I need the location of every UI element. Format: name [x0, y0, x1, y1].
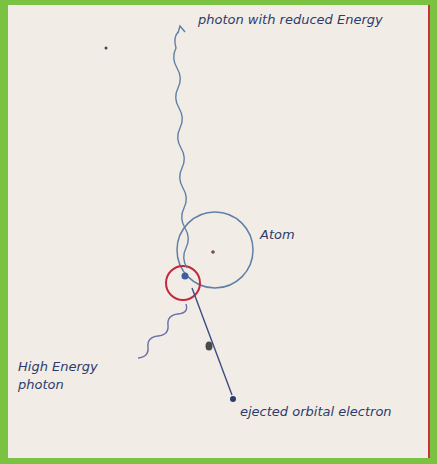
annotation-label: photon with reduced Energy — [198, 11, 418, 29]
electron-dot — [230, 396, 236, 402]
electron-path — [192, 288, 232, 395]
paper-ground — [8, 5, 430, 458]
annotation-label: High Energy photon — [18, 358, 110, 393]
ink-blot — [206, 342, 213, 351]
scattered-photon-head — [178, 26, 185, 33]
atom-circle — [177, 212, 253, 288]
nucleus-dot — [211, 250, 215, 254]
scattered-photon-wave — [174, 32, 189, 268]
annotation-label: ejected orbital electron — [240, 403, 420, 421]
ink-dot — [105, 47, 108, 50]
orbital-electron — [182, 273, 189, 280]
annotation-label: Atom — [260, 226, 340, 244]
incoming-photon-wave — [138, 304, 187, 358]
